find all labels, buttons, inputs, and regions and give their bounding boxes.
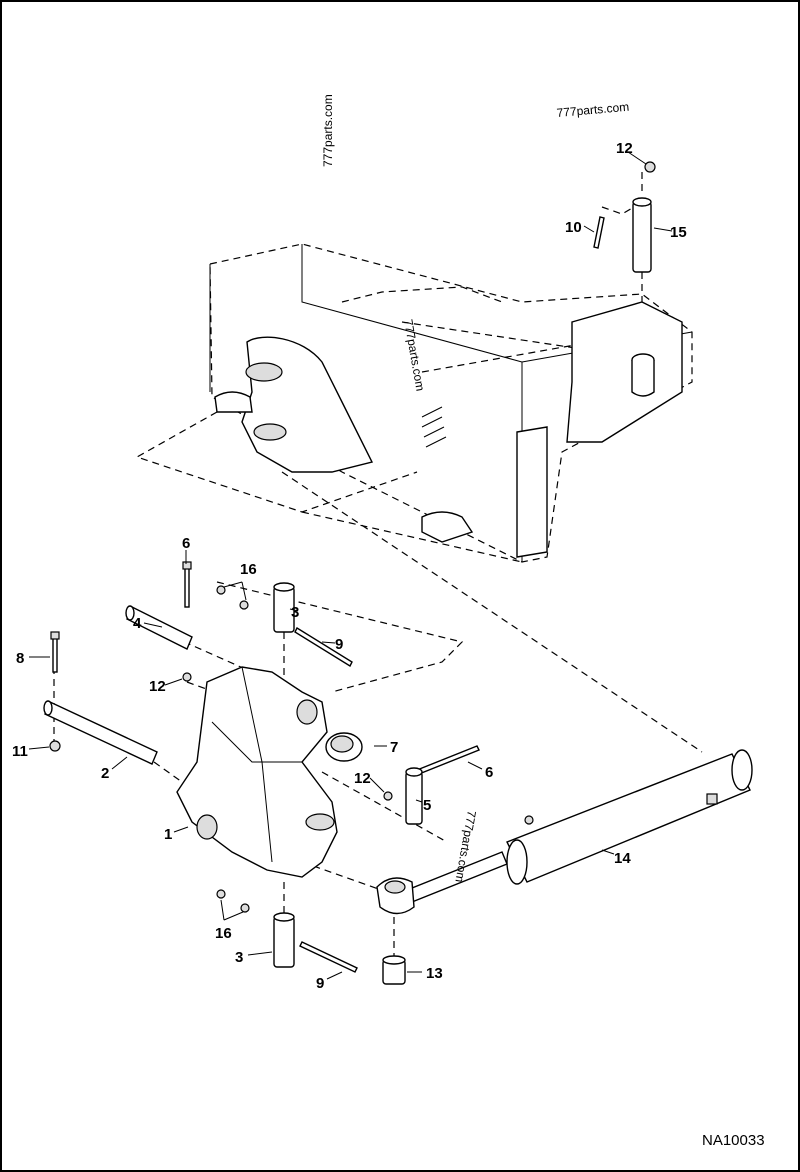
callout-16: 16	[215, 925, 232, 942]
callout-16: 16	[240, 561, 257, 578]
callout-14: 14	[614, 850, 631, 867]
callout-6: 6	[485, 764, 493, 781]
watermark-text: 777parts.com	[401, 318, 427, 392]
figure-id: NA10033	[702, 1132, 765, 1149]
callout-3: 3	[291, 604, 299, 621]
callout-12: 12	[616, 140, 633, 157]
callout-13: 13	[426, 965, 443, 982]
callout-11: 11	[12, 743, 28, 760]
callout-10: 10	[565, 219, 582, 236]
callout-labels: 12 15 10 6 16 3 9 4 8 12 11 2 7 12 6 5 1…	[12, 140, 687, 992]
callout-15: 15	[670, 224, 687, 241]
callout-1: 1	[164, 826, 172, 843]
callout-3: 3	[235, 949, 243, 966]
leader-lines	[28, 151, 673, 980]
callout-8: 8	[16, 650, 24, 667]
callout-9: 9	[316, 975, 324, 992]
callout-12: 12	[354, 770, 371, 787]
watermark-text: 777parts.com	[321, 94, 335, 167]
callout-4: 4	[133, 615, 142, 632]
callout-5: 5	[423, 797, 431, 814]
callout-12: 12	[149, 678, 166, 695]
watermark-text: 777parts.com	[556, 100, 630, 120]
callout-7: 7	[390, 739, 398, 756]
main-frame	[209, 243, 693, 563]
callout-2: 2	[101, 765, 109, 782]
parts	[43, 161, 753, 985]
callout-9: 9	[335, 636, 343, 653]
callout-6: 6	[182, 535, 190, 552]
